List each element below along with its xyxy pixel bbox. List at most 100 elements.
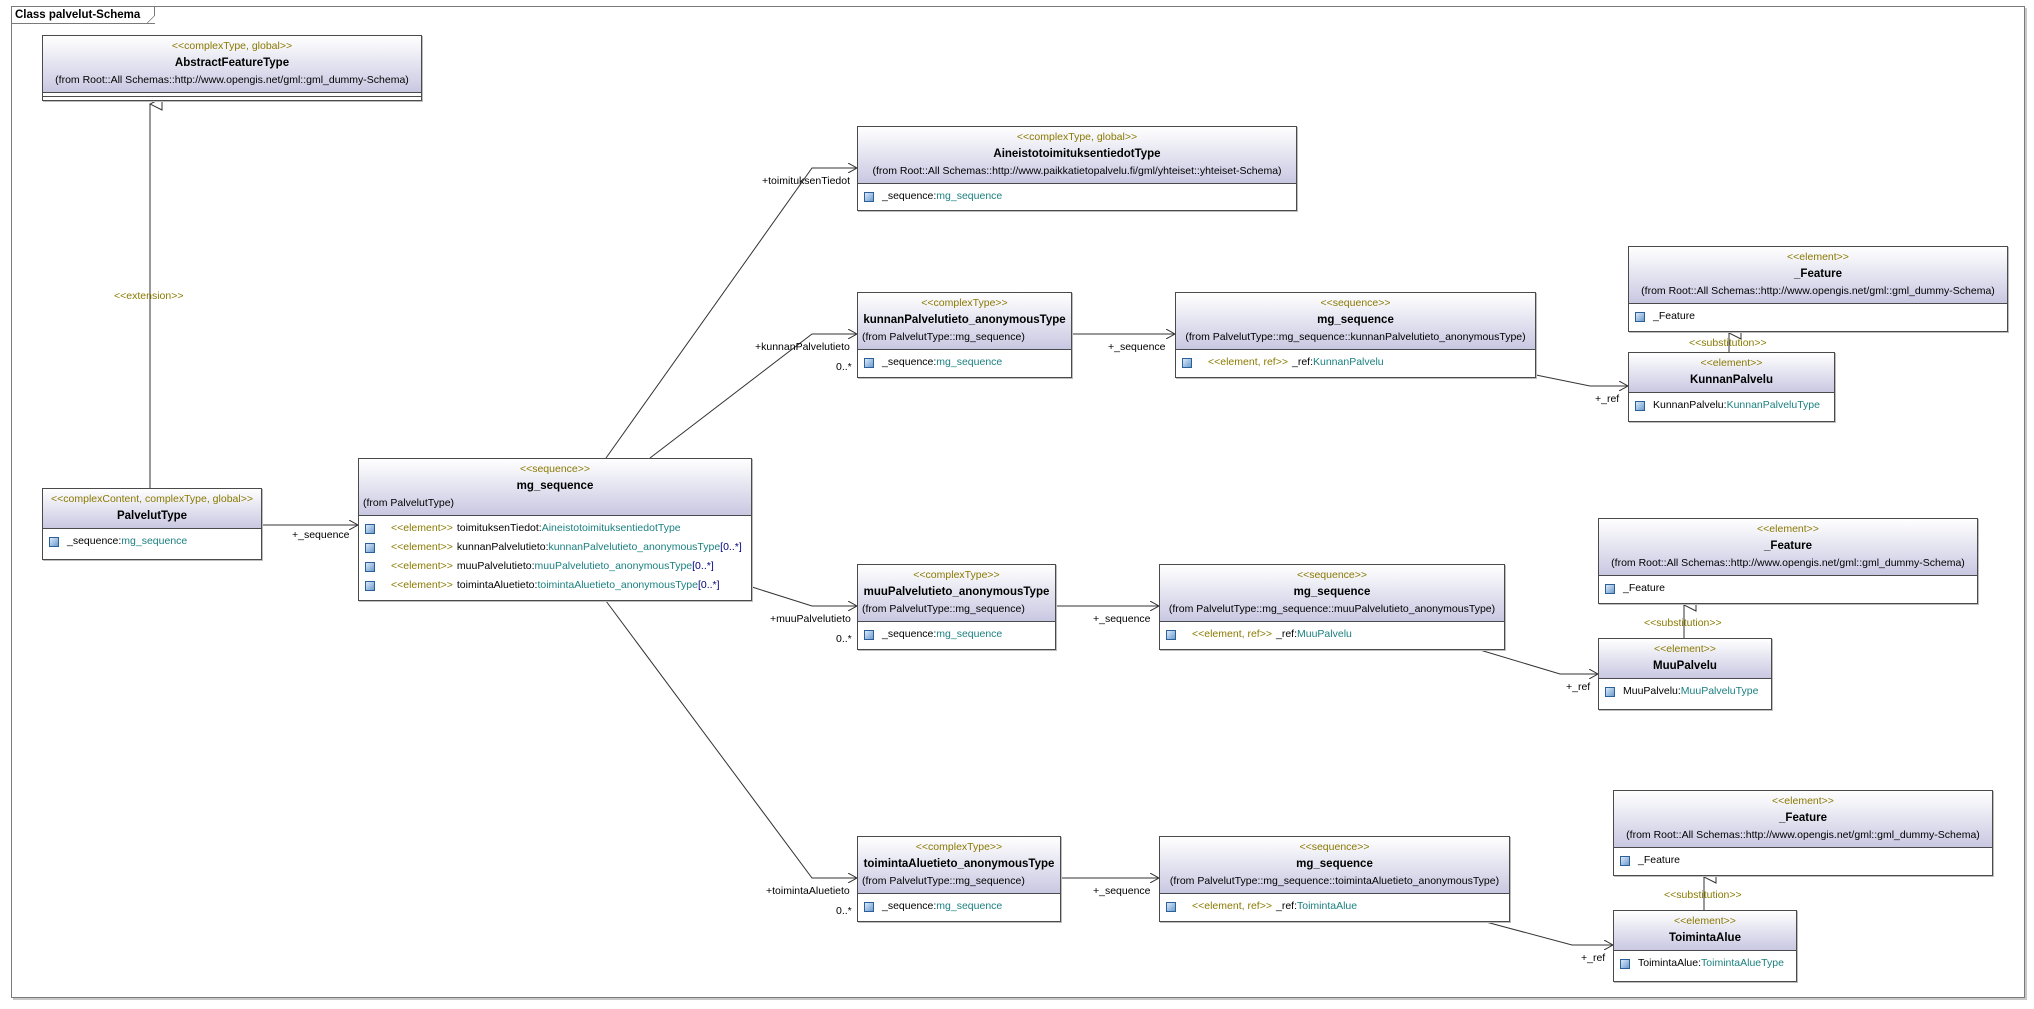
muu-ref-role-label: +_ref bbox=[1566, 681, 1591, 693]
stereotype: <<complexType>> bbox=[921, 297, 1008, 309]
attribute-row[interactable]: <<element>>toimintaAluetieto:toimintaAlu… bbox=[365, 576, 747, 595]
class-name: _Feature bbox=[1794, 268, 1842, 280]
stereotype: <<complexType, global>> bbox=[171, 40, 293, 52]
class-toiminta-mg-sequence[interactable]: <<sequence>> mg_sequence (from PalvelutT… bbox=[1159, 836, 1510, 922]
kunnan-multiplicity-label: 0..* bbox=[836, 361, 852, 373]
stereotype: <<sequence>> bbox=[1296, 569, 1368, 581]
muu-link bbox=[751, 586, 857, 606]
class-name: AineistotoimituksentiedotType bbox=[993, 148, 1161, 160]
attribute-icon bbox=[864, 630, 874, 640]
stereotype: <<complexContent, complexType, global>> bbox=[51, 493, 253, 505]
kunnan-ref-role-label: +_ref bbox=[1595, 393, 1620, 405]
class-toiminta-alue[interactable]: <<element>> ToimintaAlue ToimintaAlue:To… bbox=[1613, 910, 1797, 982]
attribute-icon bbox=[864, 358, 874, 368]
attribute-row[interactable]: _Feature bbox=[1605, 579, 1973, 598]
class-name: AbstractFeatureType bbox=[174, 57, 290, 69]
attribute-row[interactable]: _sequence:mg_sequence bbox=[864, 897, 1056, 916]
attribute-icon bbox=[49, 537, 59, 547]
class-kunnan-palvelutieto-anonymous-type[interactable]: <<complexType>> kunnanPalvelutieto_anony… bbox=[857, 292, 1072, 378]
stereotype: <<complexType>> bbox=[913, 569, 1000, 581]
stereotype: <<sequence>> bbox=[1299, 841, 1370, 853]
class-muu-palvelu[interactable]: <<element>> MuuPalvelu MuuPalvelu:MuuPal… bbox=[1598, 638, 1772, 710]
class-muu-palvelutieto-anonymous-type[interactable]: <<complexType>> muuPalvelutieto_anonymou… bbox=[857, 564, 1056, 650]
class-name: toimintaAluetieto_anonymousType bbox=[863, 858, 1055, 870]
class-origin: (from Root::All Schemas::http://www.open… bbox=[1626, 829, 1980, 841]
substitution-label-1: <<substitution>> bbox=[1689, 337, 1767, 349]
class-feature-2[interactable]: <<element>> _Feature (from Root::All Sch… bbox=[1598, 518, 1978, 604]
class-name: mg_sequence bbox=[1293, 586, 1371, 598]
attribute-row[interactable]: _sequence:mg_sequence bbox=[49, 532, 257, 551]
class-origin: (from Root::All Schemas::http://www.paik… bbox=[872, 165, 1282, 177]
class-origin: (from PalvelutType::mg_sequence::kunnanP… bbox=[1185, 331, 1526, 343]
attribute-row[interactable]: ToimintaAlue:ToimintaAlueType bbox=[1620, 954, 1792, 973]
attribute-row[interactable]: <<element>>toimituksenTiedot:Aineistotoi… bbox=[365, 519, 747, 538]
kunnan-ref-link bbox=[1535, 374, 1628, 386]
attribute-icon bbox=[1605, 584, 1615, 594]
class-feature-3[interactable]: <<element>> _Feature (from Root::All Sch… bbox=[1613, 790, 1993, 876]
attribute-icon bbox=[864, 192, 874, 202]
stereotype: <<complexType, global>> bbox=[1016, 131, 1138, 143]
class-name: KunnanPalvelu bbox=[1689, 374, 1774, 386]
attribute-row[interactable]: <<element, ref>>_ref:ToimintaAlue bbox=[1166, 897, 1505, 916]
stereotype: <<element>> bbox=[1654, 643, 1716, 655]
attribute-row[interactable]: _sequence:mg_sequence bbox=[864, 187, 1292, 206]
class-name: mg_sequence bbox=[516, 480, 594, 492]
attribute-row[interactable]: <<element, ref>>_ref:MuuPalvelu bbox=[1166, 625, 1500, 644]
kunnan-link bbox=[649, 334, 857, 459]
kunnan-seq-role-label: +_sequence bbox=[1108, 341, 1166, 353]
extension-label: <<extension>> bbox=[114, 290, 184, 302]
attribute-row[interactable]: <<element, ref>>_ref:KunnanPalvelu bbox=[1182, 353, 1531, 372]
class-origin: (from PalvelutType::mg_sequence) bbox=[862, 603, 1025, 615]
class-kunnan-palvelu[interactable]: <<element>> KunnanPalvelu KunnanPalvelu:… bbox=[1628, 352, 1835, 422]
attribute-icon bbox=[1635, 401, 1645, 411]
attribute-row[interactable]: _Feature bbox=[1635, 307, 2003, 326]
class-origin: (from PalvelutType::mg_sequence) bbox=[862, 331, 1025, 343]
class-abstract-feature-type[interactable]: <<complexType, global>> AbstractFeatureT… bbox=[42, 35, 422, 101]
toiminta-multiplicity-label: 0..* bbox=[836, 905, 852, 917]
class-palvelut-type[interactable]: <<complexContent, complexType, global>> … bbox=[42, 488, 262, 560]
class-feature-1[interactable]: <<element>> _Feature (from Root::All Sch… bbox=[1628, 246, 2008, 332]
stereotype: <<element>> bbox=[1757, 523, 1819, 535]
attribute-row[interactable]: _sequence:mg_sequence bbox=[864, 353, 1067, 372]
class-name: _Feature bbox=[1764, 540, 1812, 552]
class-muu-mg-sequence[interactable]: <<sequence>> mg_sequence (from PalvelutT… bbox=[1159, 564, 1505, 650]
class-name: PalvelutType bbox=[116, 510, 188, 522]
class-origin: (from PalvelutType::mg_sequence) bbox=[862, 875, 1025, 887]
attribute-icon bbox=[1635, 312, 1645, 322]
kunnan-role-label: +kunnanPalvelutieto bbox=[755, 341, 850, 353]
attribute-icon bbox=[1620, 959, 1630, 969]
toiminta-ref-role-label: +_ref bbox=[1581, 952, 1606, 964]
stereotype: <<sequence>> bbox=[1320, 297, 1391, 309]
class-origin: (from Root::All Schemas::http://www.open… bbox=[1611, 557, 1965, 569]
class-origin: (from PalvelutType) bbox=[363, 497, 455, 509]
class-toiminta-aluetieto-anonymous-type[interactable]: <<complexType>> toimintaAluetieto_anonym… bbox=[857, 836, 1061, 922]
class-origin: (from Root::All Schemas::http://www.open… bbox=[1641, 285, 1995, 297]
sequence-role-label: +_sequence bbox=[292, 529, 350, 541]
class-name: muuPalvelutieto_anonymousType bbox=[863, 586, 1050, 598]
attribute-icon bbox=[1166, 630, 1176, 640]
muu-multiplicity-label: 0..* bbox=[836, 633, 852, 645]
class-origin: (from PalvelutType::mg_sequence::toimint… bbox=[1169, 875, 1500, 887]
attribute-row[interactable]: KunnanPalvelu:KunnanPalveluType bbox=[1635, 396, 1830, 415]
stereotype: <<element>> bbox=[1787, 251, 1849, 263]
attribute-row[interactable]: _Feature bbox=[1620, 851, 1988, 870]
attribute-row[interactable]: _sequence:mg_sequence bbox=[864, 625, 1051, 644]
attribute-row[interactable]: MuuPalvelu:MuuPalveluType bbox=[1605, 682, 1767, 701]
muu-ref-link bbox=[1479, 649, 1598, 674]
muu-role-label: +muuPalvelutieto bbox=[770, 613, 851, 625]
attribute-row[interactable]: <<element>>kunnanPalvelutieto:kunnanPalv… bbox=[365, 538, 747, 557]
class-aineistotoimituksentiedot-type[interactable]: <<complexType, global>> Aineistotoimituk… bbox=[857, 126, 1297, 211]
stereotype: <<element>> bbox=[1674, 915, 1736, 927]
substitution-label-2: <<substitution>> bbox=[1644, 617, 1722, 629]
class-mg-sequence-main[interactable]: <<sequence>> mg_sequence (from PalvelutT… bbox=[358, 458, 752, 601]
stereotype: <<element>> bbox=[1772, 795, 1834, 807]
stereotype: <<complexType>> bbox=[915, 841, 1003, 853]
stereotype: <<element>> bbox=[1700, 357, 1763, 369]
empty-compartment bbox=[43, 96, 421, 101]
class-name: _Feature bbox=[1779, 812, 1827, 824]
attribute-icon bbox=[365, 543, 375, 553]
attribute-icon bbox=[1166, 902, 1176, 912]
class-kunnan-mg-sequence[interactable]: <<sequence>> mg_sequence (from PalvelutT… bbox=[1175, 292, 1536, 378]
attribute-row[interactable]: <<element>>muuPalvelutieto:muuPalvelutie… bbox=[365, 557, 747, 576]
